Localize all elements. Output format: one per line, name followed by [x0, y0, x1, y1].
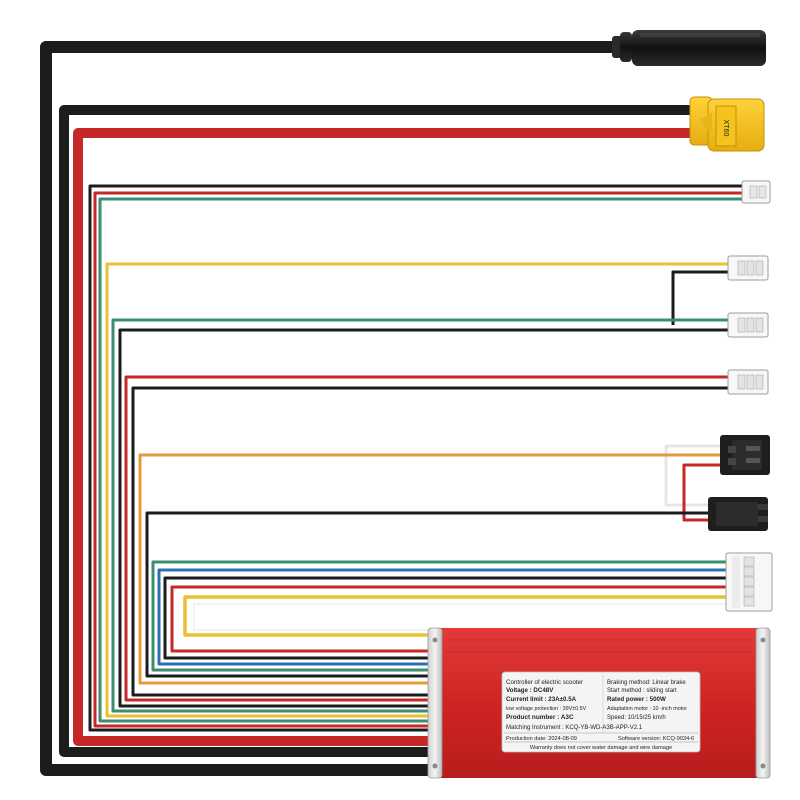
- controller-end-cap-left: [427, 627, 443, 779]
- wire-blue-5pin: [157, 568, 728, 666]
- label-current-limit: Current limit : 23A±0.5A: [506, 696, 577, 703]
- label-braking-method: Braking method: Linear brake: [607, 680, 686, 686]
- wire-black-jump: [671, 270, 730, 325]
- jst-3pin-connector-2: [727, 312, 769, 338]
- svg-text:XT60: XT60: [722, 120, 729, 137]
- controller-end-cap-right: [755, 627, 771, 779]
- wire-red-sm: [682, 463, 722, 522]
- label-low-voltage: low voltage protection : 39V±0.5V: [506, 706, 587, 712]
- wire-green-5pin: [151, 560, 728, 672]
- wire-white-sm-outline: [665, 445, 722, 506]
- wire-black-battery: [59, 105, 700, 757]
- wire-yellow-5pin: [183, 595, 728, 637]
- label-voltage: Voltage : DC48V: [506, 687, 554, 694]
- wire-white-5pin: [193, 603, 728, 631]
- motor-phase-connector: [612, 30, 766, 66]
- wire-black-sm: [145, 511, 710, 678]
- wire-black-3pin-c: [131, 386, 730, 697]
- wire-red-battery: [73, 128, 700, 746]
- wire-yellow-3pin: [105, 262, 730, 718]
- spec-label: Controller of electric scooter Voltage :…: [501, 671, 701, 753]
- wire-green-jst2: [98, 197, 745, 723]
- battery-xt60-connector: XT60: [689, 96, 765, 152]
- wire-red-5pin: [170, 585, 728, 653]
- label-production-date: Production date: 2024-08-09: [506, 736, 577, 742]
- wire-red-jst2: [93, 191, 745, 728]
- label-software-version: Software version: KCQ-9034-6: [618, 736, 694, 742]
- wire-green-3pin: [111, 318, 730, 713]
- wire-black-3pin-b: [118, 328, 730, 708]
- jst-3pin-connector-1: [727, 255, 769, 281]
- label-title: Controller of electric scooter: [506, 679, 583, 686]
- wire-orange-sm: [138, 453, 722, 685]
- label-adaptation-motor: Adaptation motor : 10 -inch motor: [607, 706, 687, 712]
- wire-black-5pin: [163, 576, 728, 660]
- sm-connector-male: [708, 497, 768, 531]
- jst-5pin-connector: [725, 552, 773, 612]
- sm-connector-female: [720, 435, 770, 475]
- label-speed: Speed: 10/15/25 km/h: [607, 715, 666, 721]
- wire-black-main: [40, 41, 615, 776]
- label-product-number: Product number : A3C: [506, 714, 574, 721]
- label-warranty: Warranty does not cover water damage and…: [530, 745, 672, 751]
- wire-black-jst2: [88, 184, 745, 732]
- label-start-method: Start method : sliding start: [607, 688, 677, 694]
- label-matching-instrument: Matching Instrument : KCQ-YB-WD-A3B-APP-…: [506, 725, 643, 731]
- jst-2pin-connector-1: [741, 180, 771, 204]
- wire-red-3pin-c: [124, 375, 730, 702]
- jst-3pin-connector-3: [727, 369, 769, 395]
- wire-group: [40, 41, 745, 776]
- label-rated-power: Rated power : 500W: [607, 696, 666, 703]
